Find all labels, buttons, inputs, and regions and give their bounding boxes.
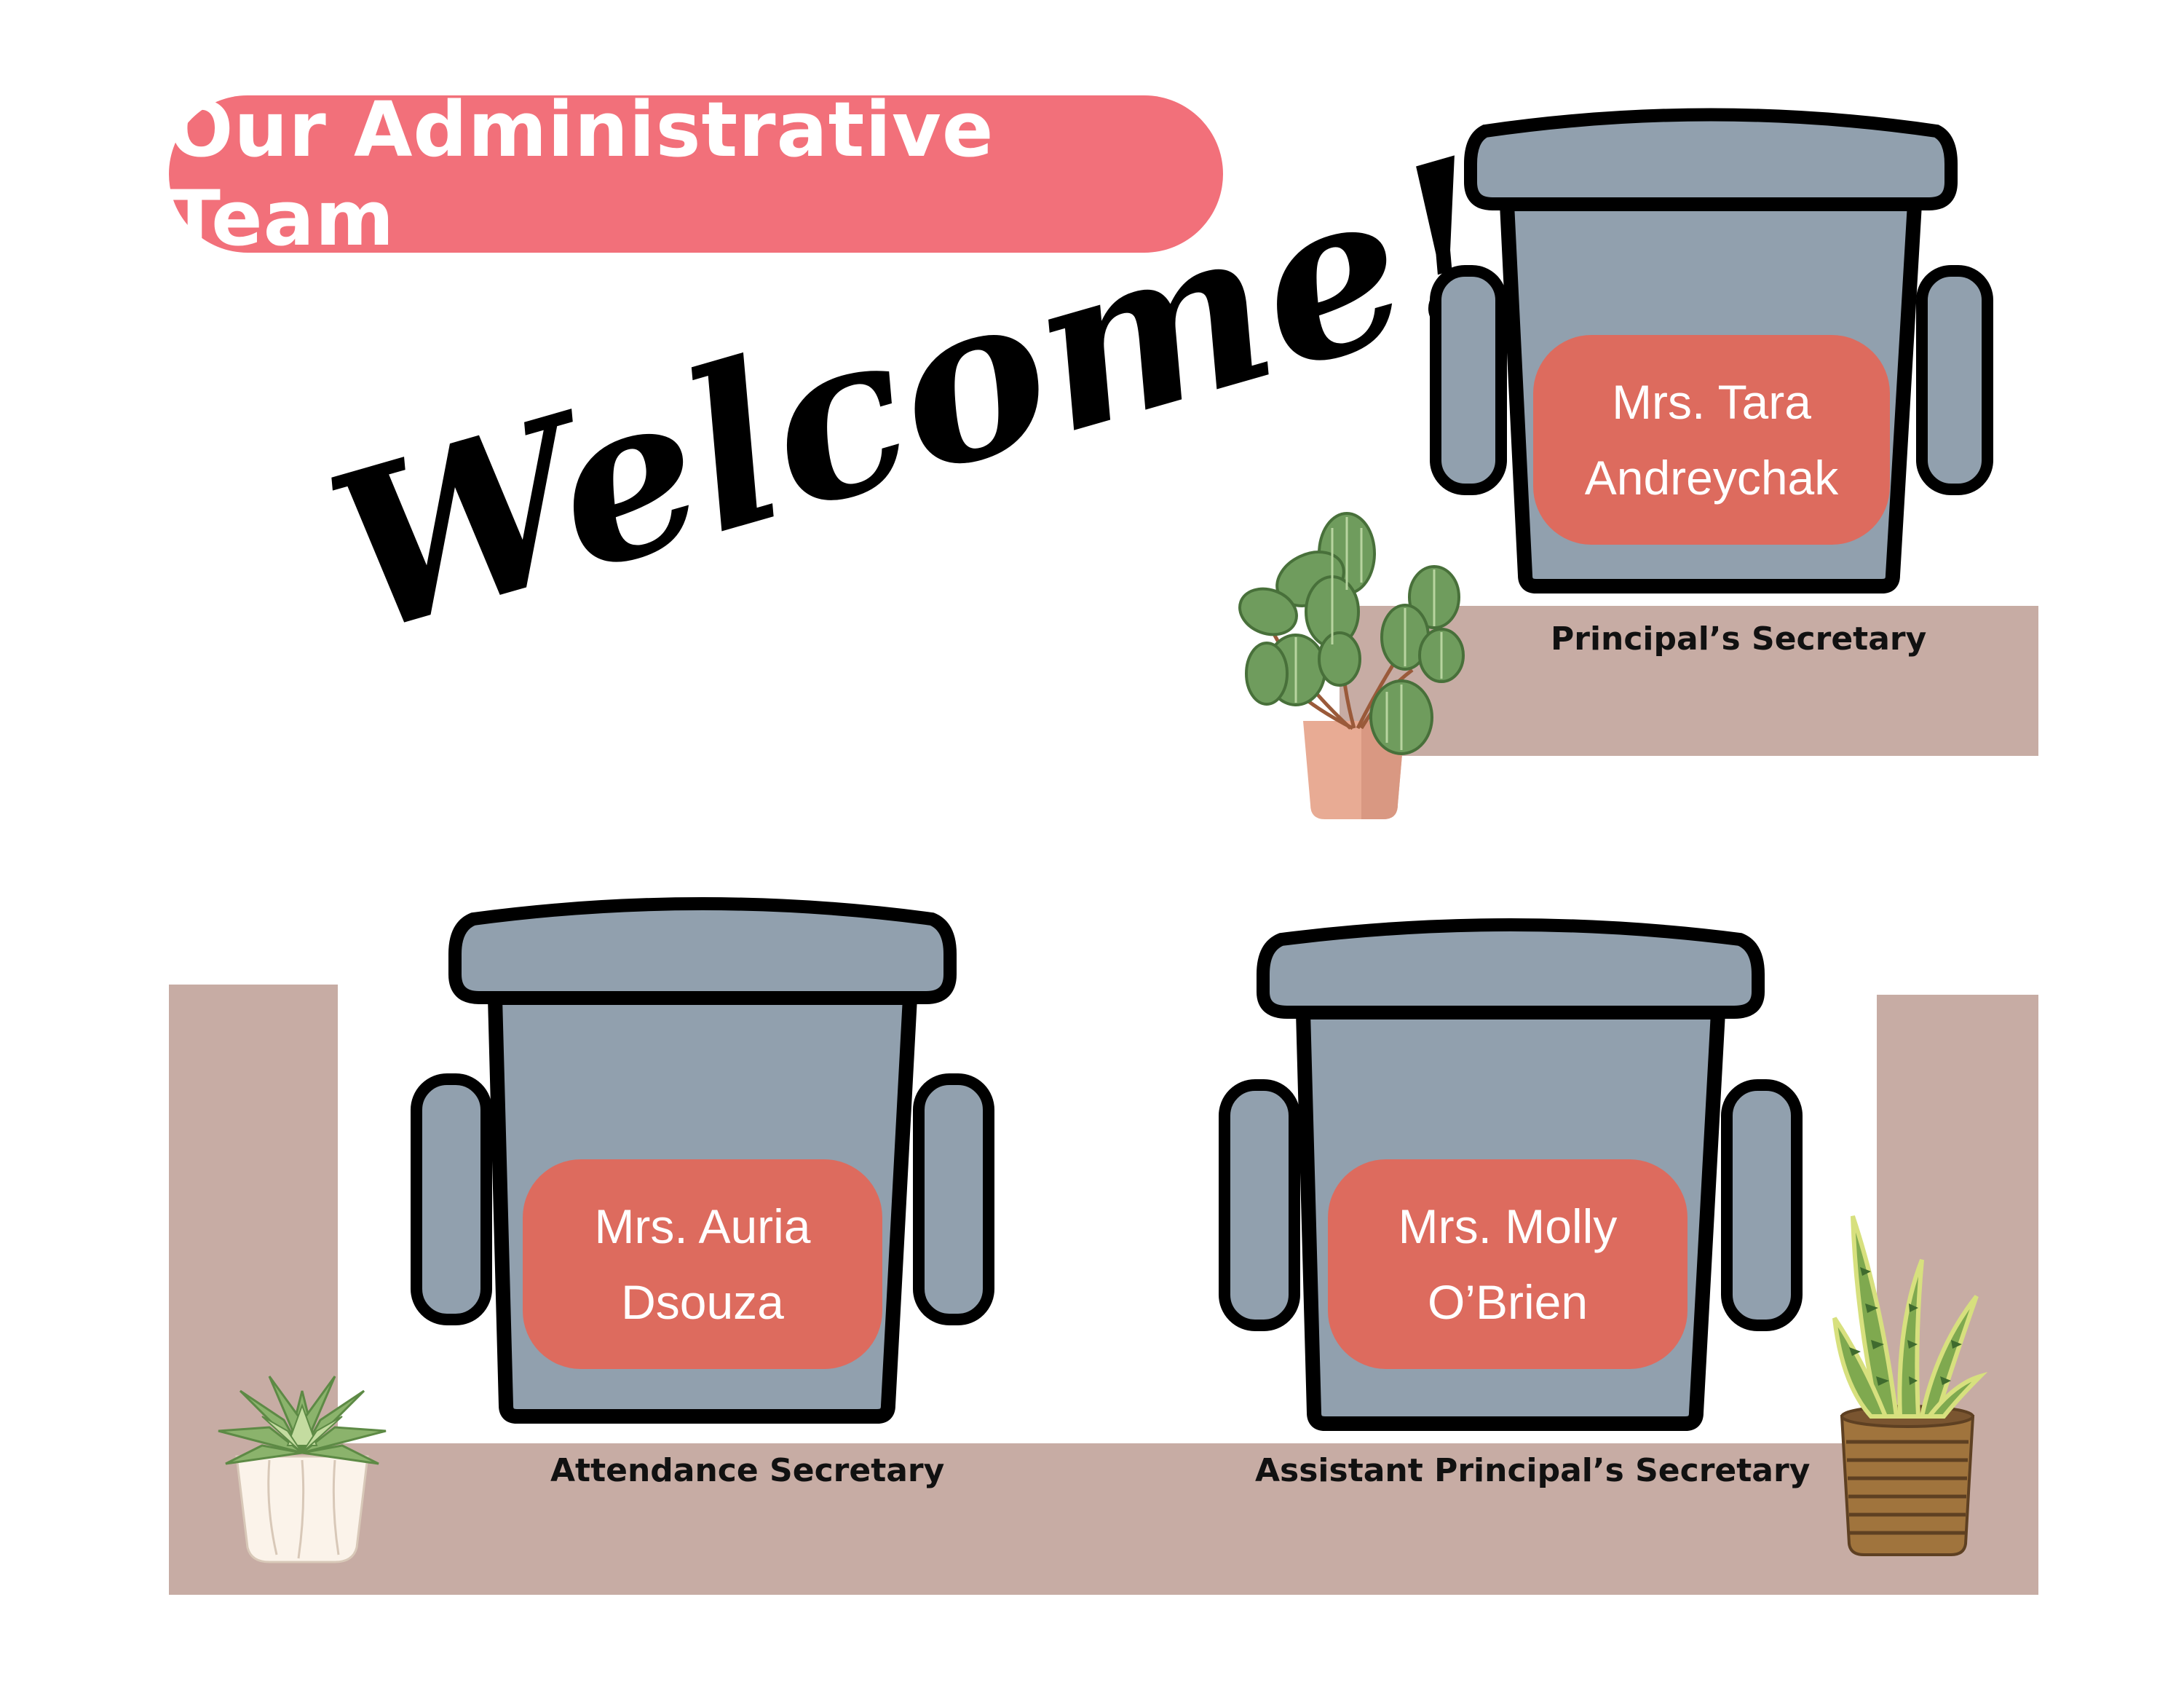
- desk-top-right: [1340, 606, 2038, 756]
- name-second-line: Andreychak: [1584, 451, 1839, 505]
- title-banner: Our Administrative Team: [169, 85, 1223, 263]
- name-first-line: Mrs. Auria: [594, 1199, 811, 1253]
- role-label: Principal’s Secretary: [1551, 620, 1927, 658]
- nameplate-assistant-principal-secretary: Mrs. Molly O’Brien: [1328, 1159, 1688, 1369]
- succulent-plant-icon: [211, 1362, 393, 1566]
- role-label: Attendance Secretary: [550, 1452, 945, 1489]
- name-first-line: Mrs. Tara: [1612, 375, 1811, 429]
- snake-plant-icon: [1827, 1209, 1988, 1558]
- nameplate-attendance-secretary: Mrs. Auria Dsouza: [523, 1159, 882, 1369]
- name-first-line: Mrs. Molly: [1398, 1199, 1618, 1253]
- nameplate-principal-secretary: Mrs. Tara Andreychak: [1533, 335, 1890, 545]
- peperomia-plant-icon: [1223, 502, 1485, 823]
- name-second-line: O’Brien: [1427, 1275, 1588, 1329]
- name-second-line: Dsouza: [621, 1275, 784, 1329]
- desk-bottom: [169, 1443, 2038, 1595]
- role-label: Assistant Principal’s Secretary: [1255, 1452, 1811, 1489]
- page-title: Our Administrative Team: [169, 85, 994, 263]
